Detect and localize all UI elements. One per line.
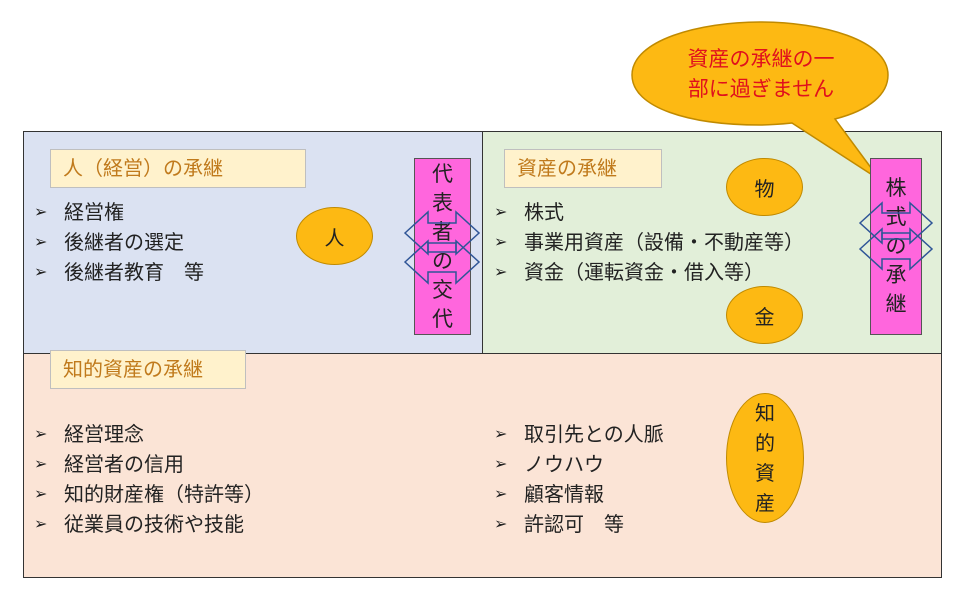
arrow-bullet-icon: ➢ xyxy=(34,262,48,281)
arrow-bullet-icon: ➢ xyxy=(494,202,508,221)
list-item: ➢ノウハウ xyxy=(494,449,664,479)
arrow-bullet-icon: ➢ xyxy=(494,484,508,503)
double-arrow-icon xyxy=(858,227,934,271)
list-item: ➢顧客情報 xyxy=(494,479,664,509)
stock-succession-bar: 株 式 の 承 継 xyxy=(870,158,922,335)
intellectual-asset-list-right: ➢取引先との人脈 ➢ノウハウ ➢顧客情報 ➢許認可 等 xyxy=(494,419,664,539)
callout-line-1: 資産の承継の一 xyxy=(687,47,835,71)
double-arrow-icon xyxy=(858,201,934,245)
representative-change-bar: 代 表 者 の 交 代 xyxy=(414,158,471,335)
arrow-bullet-icon: ➢ xyxy=(34,202,48,221)
intellectual-asset-list-left: ➢経営理念 ➢経営者の信用 ➢知的財産権（特許等） ➢従業員の技術や技能 xyxy=(34,419,264,539)
arrow-bullet-icon: ➢ xyxy=(34,514,48,533)
arrow-bullet-icon: ➢ xyxy=(34,484,48,503)
list-item: ➢経営権 xyxy=(34,197,204,227)
double-arrow-icon xyxy=(403,210,481,256)
list-item: ➢後継者教育 等 xyxy=(34,257,204,287)
intellectual-asset-oval: 知 的 資 産 xyxy=(726,393,804,523)
list-item: ➢事業用資産（設備・不動産等） xyxy=(494,227,804,257)
arrow-bullet-icon: ➢ xyxy=(494,232,508,251)
person-oval: 人 xyxy=(296,207,373,265)
list-item: ➢資金（運転資金・借入等） xyxy=(494,257,804,287)
arrow-bullet-icon: ➢ xyxy=(34,232,48,251)
asset-succession-title: 資産の承継 xyxy=(504,149,662,188)
list-item: ➢許認可 等 xyxy=(494,509,664,539)
person-succession-list: ➢経営権 ➢後継者の選定 ➢後継者教育 等 xyxy=(34,197,204,287)
list-item: ➢取引先との人脈 xyxy=(494,419,664,449)
list-item: ➢後継者の選定 xyxy=(34,227,204,257)
arrow-bullet-icon: ➢ xyxy=(34,424,48,443)
list-item: ➢株式 xyxy=(494,197,804,227)
asset-succession-list: ➢株式 ➢事業用資産（設備・不動産等） ➢資金（運転資金・借入等） xyxy=(494,197,804,287)
money-oval: 金 xyxy=(726,286,803,344)
list-item: ➢従業員の技術や技能 xyxy=(34,509,264,539)
callout-text: 資産の承継の一 部に過ぎません xyxy=(648,44,874,104)
thing-oval: 物 xyxy=(726,158,803,216)
callout-line-2: 部に過ぎません xyxy=(687,77,835,101)
list-item: ➢知的財産権（特許等） xyxy=(34,479,264,509)
intellectual-asset-title: 知的資産の承継 xyxy=(50,350,246,389)
list-item: ➢経営理念 xyxy=(34,419,264,449)
double-arrow-icon xyxy=(403,239,481,285)
arrow-bullet-icon: ➢ xyxy=(494,262,508,281)
arrow-bullet-icon: ➢ xyxy=(34,454,48,473)
list-item: ➢経営者の信用 xyxy=(34,449,264,479)
arrow-bullet-icon: ➢ xyxy=(494,514,508,533)
arrow-bullet-icon: ➢ xyxy=(494,454,508,473)
arrow-bullet-icon: ➢ xyxy=(494,424,508,443)
person-succession-title: 人（経営）の承継 xyxy=(50,149,306,188)
